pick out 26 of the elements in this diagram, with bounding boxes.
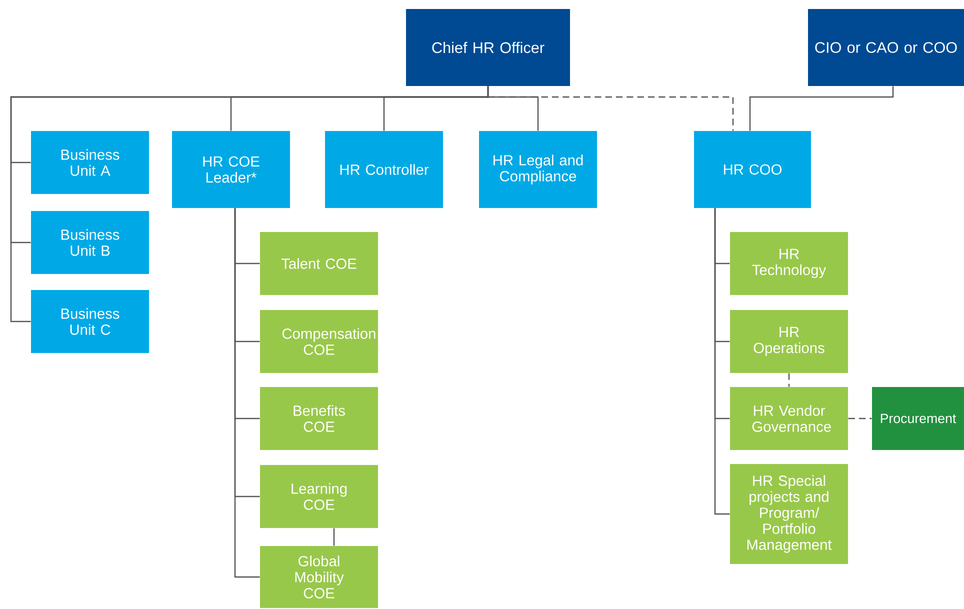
team-box: Global Mobility COE (260, 546, 378, 608)
team-box: HR Vendor Governance (730, 387, 848, 450)
connector-line (487, 86, 539, 131)
connector-line (848, 418, 872, 420)
connector-line (714, 208, 730, 515)
unit-box: Business Unit B (31, 211, 149, 274)
team-box: Benefits COE (260, 387, 378, 450)
team-box: HR Operations (730, 310, 848, 373)
connector-line (788, 373, 790, 387)
unit-box: Business Unit A (31, 131, 149, 194)
unit-box: Business Unit C (31, 290, 149, 353)
connector-line (234, 208, 260, 578)
team-box: Procurement (872, 387, 964, 450)
role-box: HR COO (694, 131, 811, 208)
role-box: HR COE Leader* (172, 131, 290, 208)
connector-line (333, 528, 335, 546)
role-box: HR Controller (325, 131, 443, 208)
executive-box: Chief HR Officer (406, 9, 570, 86)
team-box: HR Technology (730, 232, 848, 295)
connector-line (749, 86, 894, 131)
executive-box: CIO or CAO or COO (808, 9, 964, 86)
role-box: HR Legal and Compliance (479, 131, 597, 208)
team-box: HR Special projects and Program/ Portfolio Management (730, 464, 848, 564)
team-box: Compensation COE (260, 310, 378, 373)
team-box: Talent COE (260, 232, 378, 295)
team-box: Learning COE (260, 465, 378, 528)
